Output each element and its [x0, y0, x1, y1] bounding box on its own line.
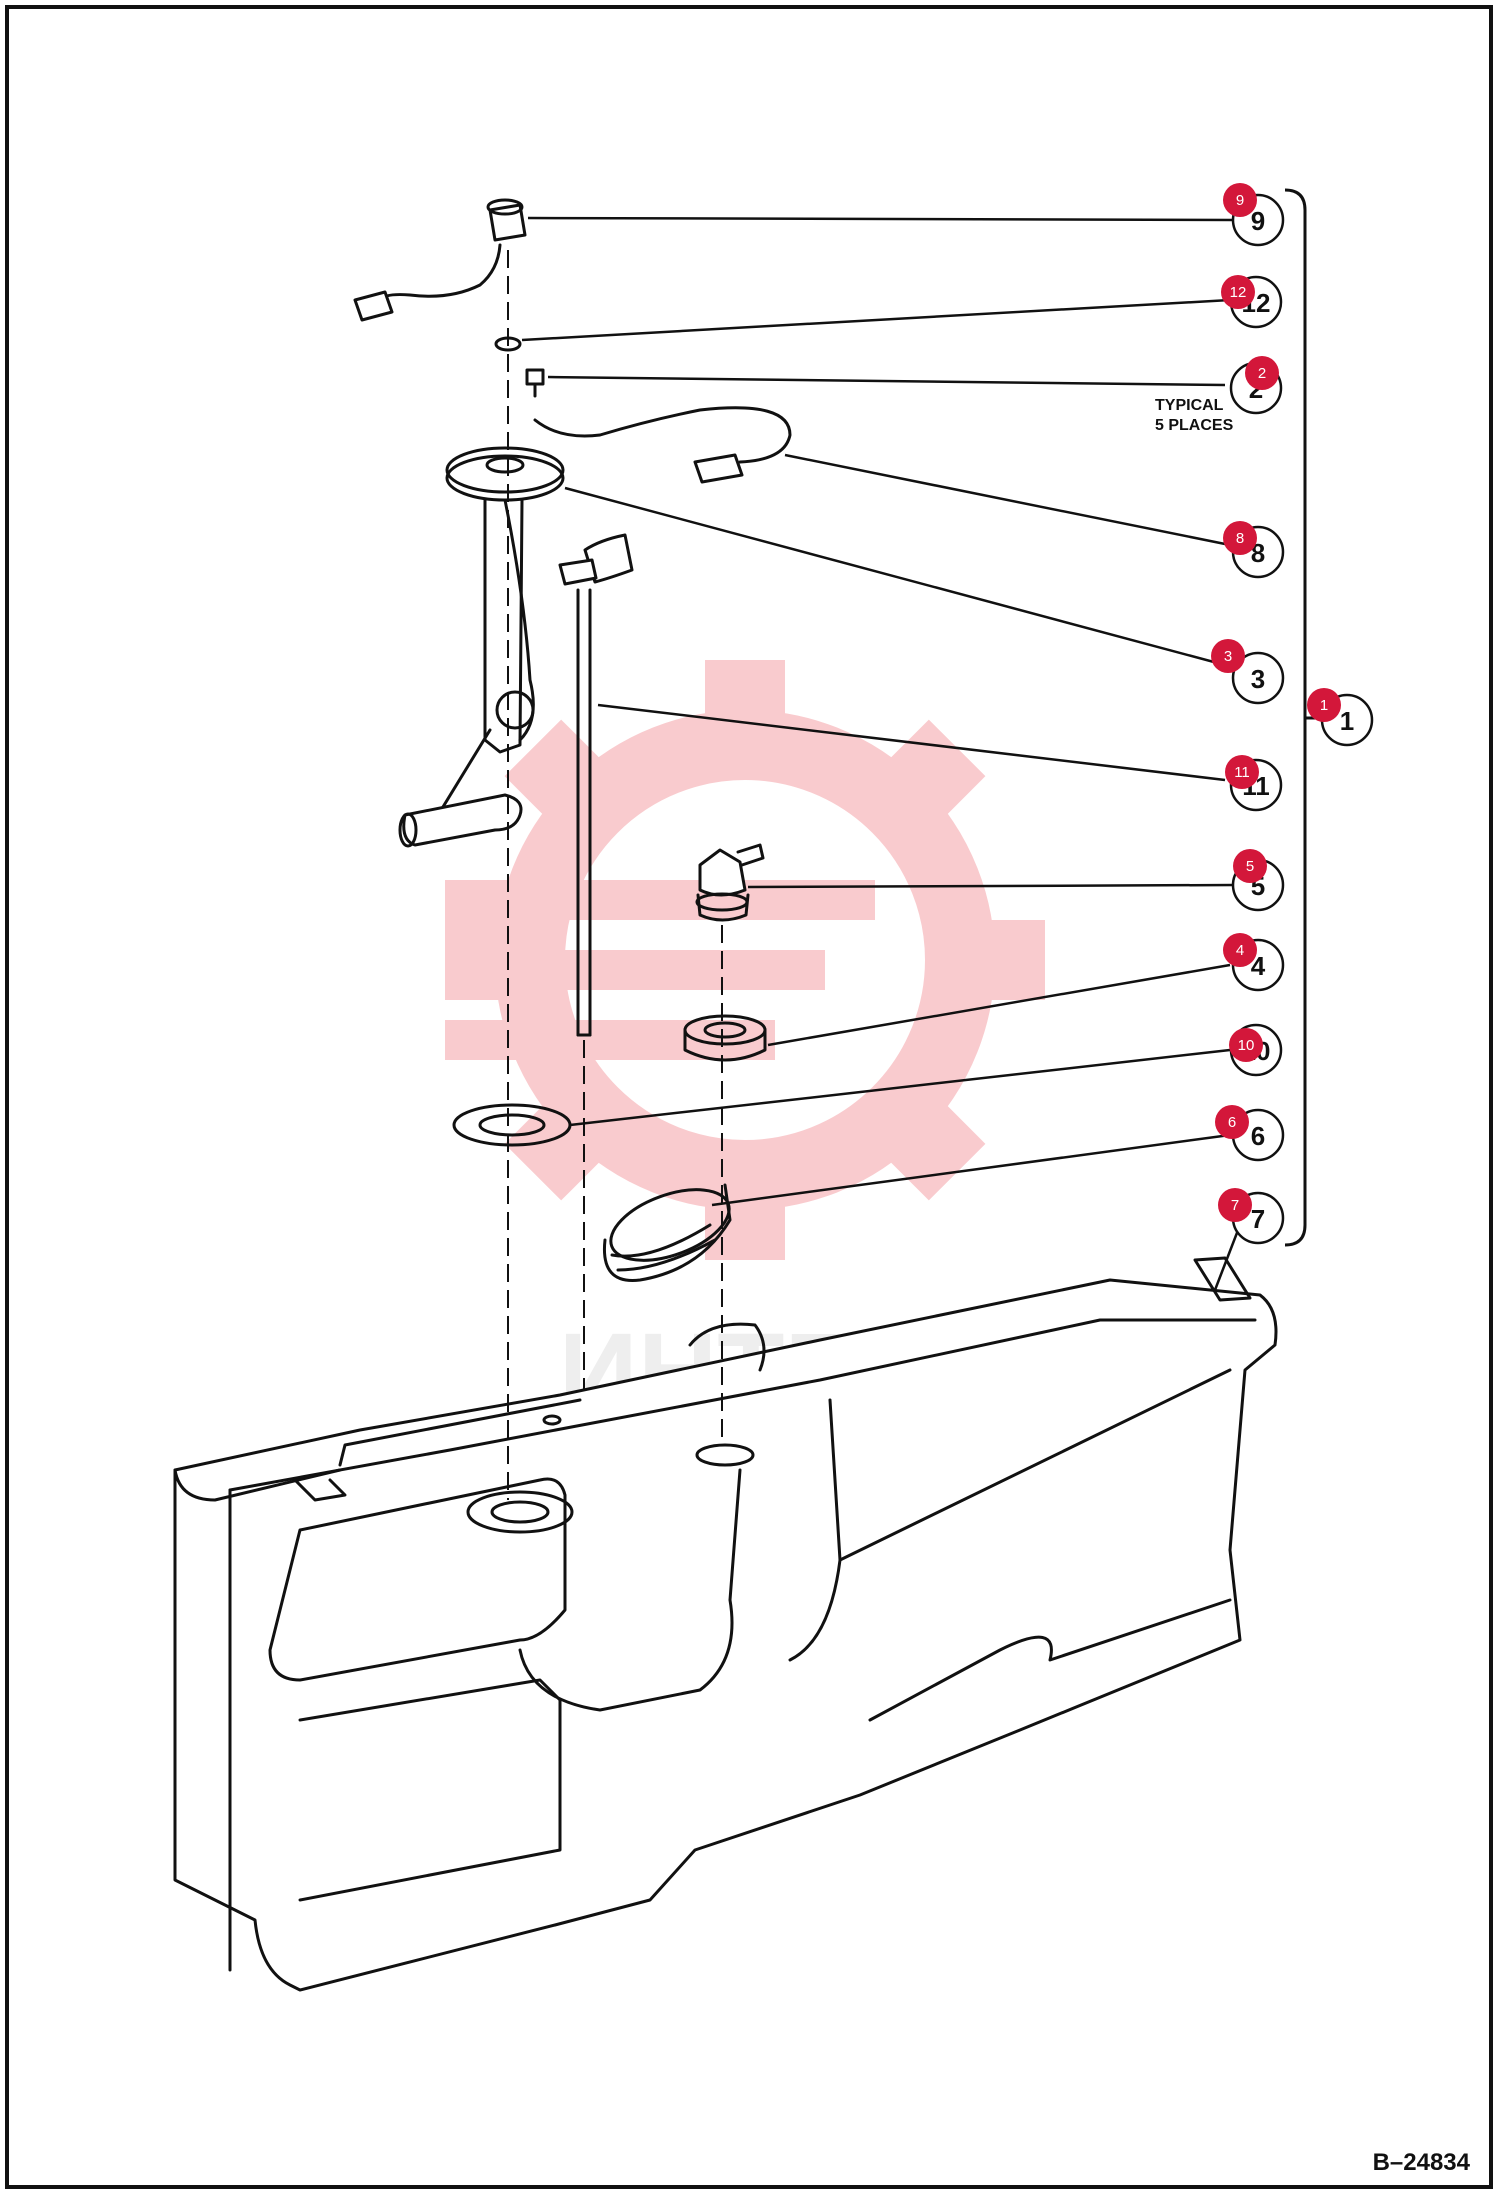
- callout-5: 5 5: [1231, 849, 1285, 912]
- callout-7-badge[interactable]: [1218, 1188, 1252, 1222]
- callout-9: 9 9: [1223, 183, 1285, 247]
- callout-1: 1 1: [1307, 688, 1374, 747]
- callout-6-badge[interactable]: [1215, 1105, 1249, 1139]
- callout-5-badge[interactable]: [1233, 849, 1267, 883]
- callout-11-badge-label: 11: [1234, 764, 1250, 781]
- callout-3-badge[interactable]: [1211, 639, 1245, 673]
- callout-6: 6 6: [1215, 1105, 1285, 1162]
- callout-11-badge[interactable]: [1225, 755, 1259, 789]
- callout-12-badge-label: 12: [1230, 284, 1247, 301]
- vent-valve-part: [695, 843, 765, 922]
- callout-9-label: 9: [1251, 206, 1265, 236]
- callout-8-badge-label: 8: [1236, 530, 1244, 547]
- callout-2-badge[interactable]: [1245, 356, 1279, 390]
- callout-10-badge-label: 10: [1238, 1037, 1255, 1054]
- callout-4-badge[interactable]: [1223, 933, 1257, 967]
- callout-6-label: 6: [1251, 1121, 1265, 1151]
- screw-part: [525, 368, 545, 398]
- callout-4: 4 4: [1223, 933, 1285, 992]
- callout-1-badge[interactable]: [1307, 688, 1341, 722]
- sender-connector-part: [353, 198, 527, 322]
- callout-12-badge[interactable]: [1221, 275, 1255, 309]
- document-number: B–24834: [1373, 2149, 1471, 2176]
- callout-11: 11 11: [1225, 755, 1283, 812]
- drawing-border: [5, 5, 1493, 2189]
- callout-4-badge-label: 4: [1236, 942, 1244, 959]
- callout-10-badge[interactable]: [1229, 1028, 1263, 1062]
- pickup-tube-part: [558, 533, 634, 1037]
- callout-2-badge-label: 2: [1258, 365, 1266, 382]
- callout-12: 12 12: [1221, 275, 1283, 329]
- centerlines: [507, 250, 723, 1500]
- callout-9-badge-label: 9: [1236, 192, 1244, 209]
- callout-5-badge-label: 5: [1246, 858, 1254, 875]
- callout-list: 9 9 12 12 2 2 TYPICAL 5 PLACES 8 8 3: [1155, 183, 1374, 1245]
- callout-7: 7 7: [1218, 1188, 1285, 1245]
- callout-2: 2 2 TYPICAL 5 PLACES: [1155, 356, 1283, 434]
- wire-lead-part: [533, 406, 792, 484]
- callout-6-badge-label: 6: [1228, 1114, 1236, 1131]
- callout-3-badge-label: 3: [1224, 648, 1232, 665]
- callout-3-label: 3: [1251, 664, 1265, 694]
- typical-note-line-2: 5 PLACES: [1155, 417, 1234, 434]
- callout-9-badge[interactable]: [1223, 183, 1257, 217]
- callout-3: 3 3: [1211, 639, 1285, 705]
- assembly-bracket: [1284, 188, 1307, 1247]
- leader-lines: [521, 216, 1242, 1291]
- callout-7-label: 7: [1251, 1204, 1265, 1234]
- callout-1-label: 1: [1340, 706, 1354, 736]
- grommet-part: [683, 1014, 767, 1062]
- callout-8: 8 8: [1223, 521, 1285, 579]
- fuel-tank-part: [173, 1256, 1278, 1992]
- typical-note-line-1: TYPICAL: [1155, 397, 1224, 414]
- callout-10: 10 10: [1229, 1023, 1283, 1077]
- fuel-sender-part: [398, 446, 565, 848]
- callout-1-badge-label: 1: [1320, 697, 1328, 714]
- callout-8-badge[interactable]: [1223, 521, 1257, 555]
- callout-7-badge-label: 7: [1231, 1197, 1239, 1214]
